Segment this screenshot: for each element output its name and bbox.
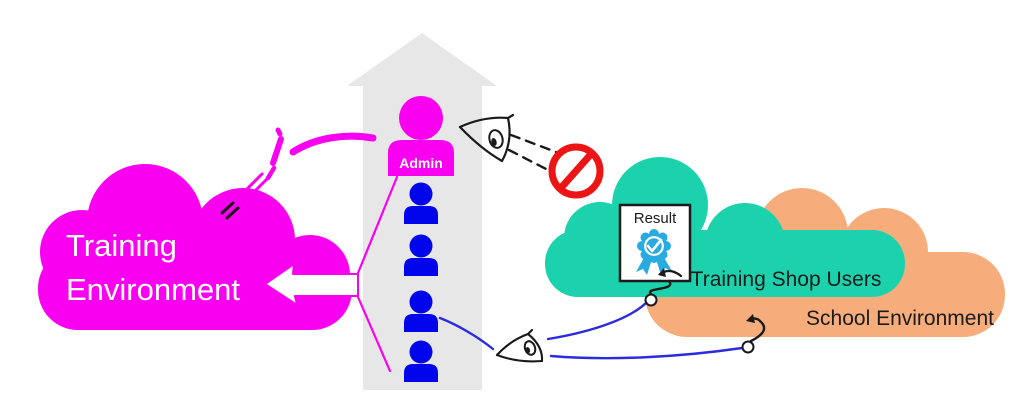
users-eye-icon	[495, 328, 544, 363]
eye-to-school-line	[549, 346, 744, 360]
pen-nib-side	[233, 172, 264, 203]
check-icon	[646, 238, 663, 253]
detach-arrow-head	[658, 268, 666, 277]
eye-outer-arc	[526, 332, 544, 363]
prohibition-slash	[557, 150, 595, 192]
pen-nib-side	[238, 177, 269, 208]
user-body	[404, 258, 438, 276]
user-body	[404, 206, 438, 224]
dashed-sight-line	[507, 148, 550, 172]
pen-tip	[265, 165, 277, 181]
ribbon-tail-right	[656, 256, 672, 275]
user-head	[409, 234, 433, 258]
connector-arrow-head	[746, 314, 755, 323]
user-head	[409, 340, 433, 364]
observation-lines	[438, 301, 744, 360]
training-shop-users-label: Training Shop Users	[691, 268, 882, 291]
no-entry-icon	[548, 143, 604, 199]
training-environment-cloud: Training Environment	[38, 164, 352, 330]
users-to-cloud-connector	[264, 175, 399, 373]
user-icon	[404, 182, 438, 224]
blocked-sight-lines	[507, 133, 558, 172]
prohibition-ring	[548, 143, 604, 199]
pen-body	[270, 136, 284, 166]
admin-eye-icon	[458, 113, 515, 163]
eye-bottom-lid	[458, 125, 504, 163]
pen-cap	[275, 127, 283, 137]
unplugged-connector-school	[741, 314, 766, 354]
eye-to-result-line	[546, 301, 648, 341]
user-head	[409, 182, 433, 206]
admin-figure: Admin	[388, 96, 454, 176]
pupil	[491, 138, 497, 146]
fan-line-top	[356, 175, 399, 275]
rosette	[637, 229, 671, 263]
cloud-base	[38, 248, 352, 330]
eye-outer-arc	[500, 116, 511, 163]
unplugged-connector-result	[644, 279, 672, 307]
user-body	[404, 314, 438, 332]
result-document: Result	[618, 203, 692, 283]
eyeball	[488, 129, 504, 149]
pupil	[525, 347, 531, 353]
pen-nib-slit	[225, 206, 240, 220]
user-icon	[404, 290, 438, 332]
admin-body	[388, 140, 454, 176]
pen-icon	[220, 127, 284, 220]
ribbon-tail-left	[636, 256, 652, 275]
user-figures	[404, 182, 438, 382]
pen-to-admin-stroke	[289, 132, 377, 156]
result-label: Result	[634, 210, 677, 227]
eye-bottom-lid	[495, 353, 544, 363]
rosette-ring	[644, 236, 664, 256]
dashed-sight-line	[509, 133, 558, 154]
pen-nib-slit	[220, 201, 235, 215]
user-icon	[404, 340, 438, 382]
connector-socket	[644, 293, 658, 307]
user-head	[409, 290, 433, 314]
admin-label: Admin	[399, 155, 443, 171]
tower-arrowhead	[347, 33, 497, 86]
connector-socket	[741, 340, 755, 354]
arrow-into-cloud	[264, 263, 359, 306]
user-to-eye-line	[438, 316, 495, 351]
user-icon	[404, 234, 438, 276]
connector-squiggle	[648, 279, 672, 296]
training-environment-label-line1: Training	[66, 228, 177, 263]
training-environment-label-line2: Environment	[66, 272, 240, 307]
user-body	[404, 364, 438, 382]
admin-head	[399, 96, 443, 140]
certificate-ribbon-icon	[636, 229, 683, 278]
connector-hook	[749, 321, 766, 343]
school-environment-label: School Environment	[806, 307, 994, 330]
fan-line-bottom	[356, 295, 392, 373]
